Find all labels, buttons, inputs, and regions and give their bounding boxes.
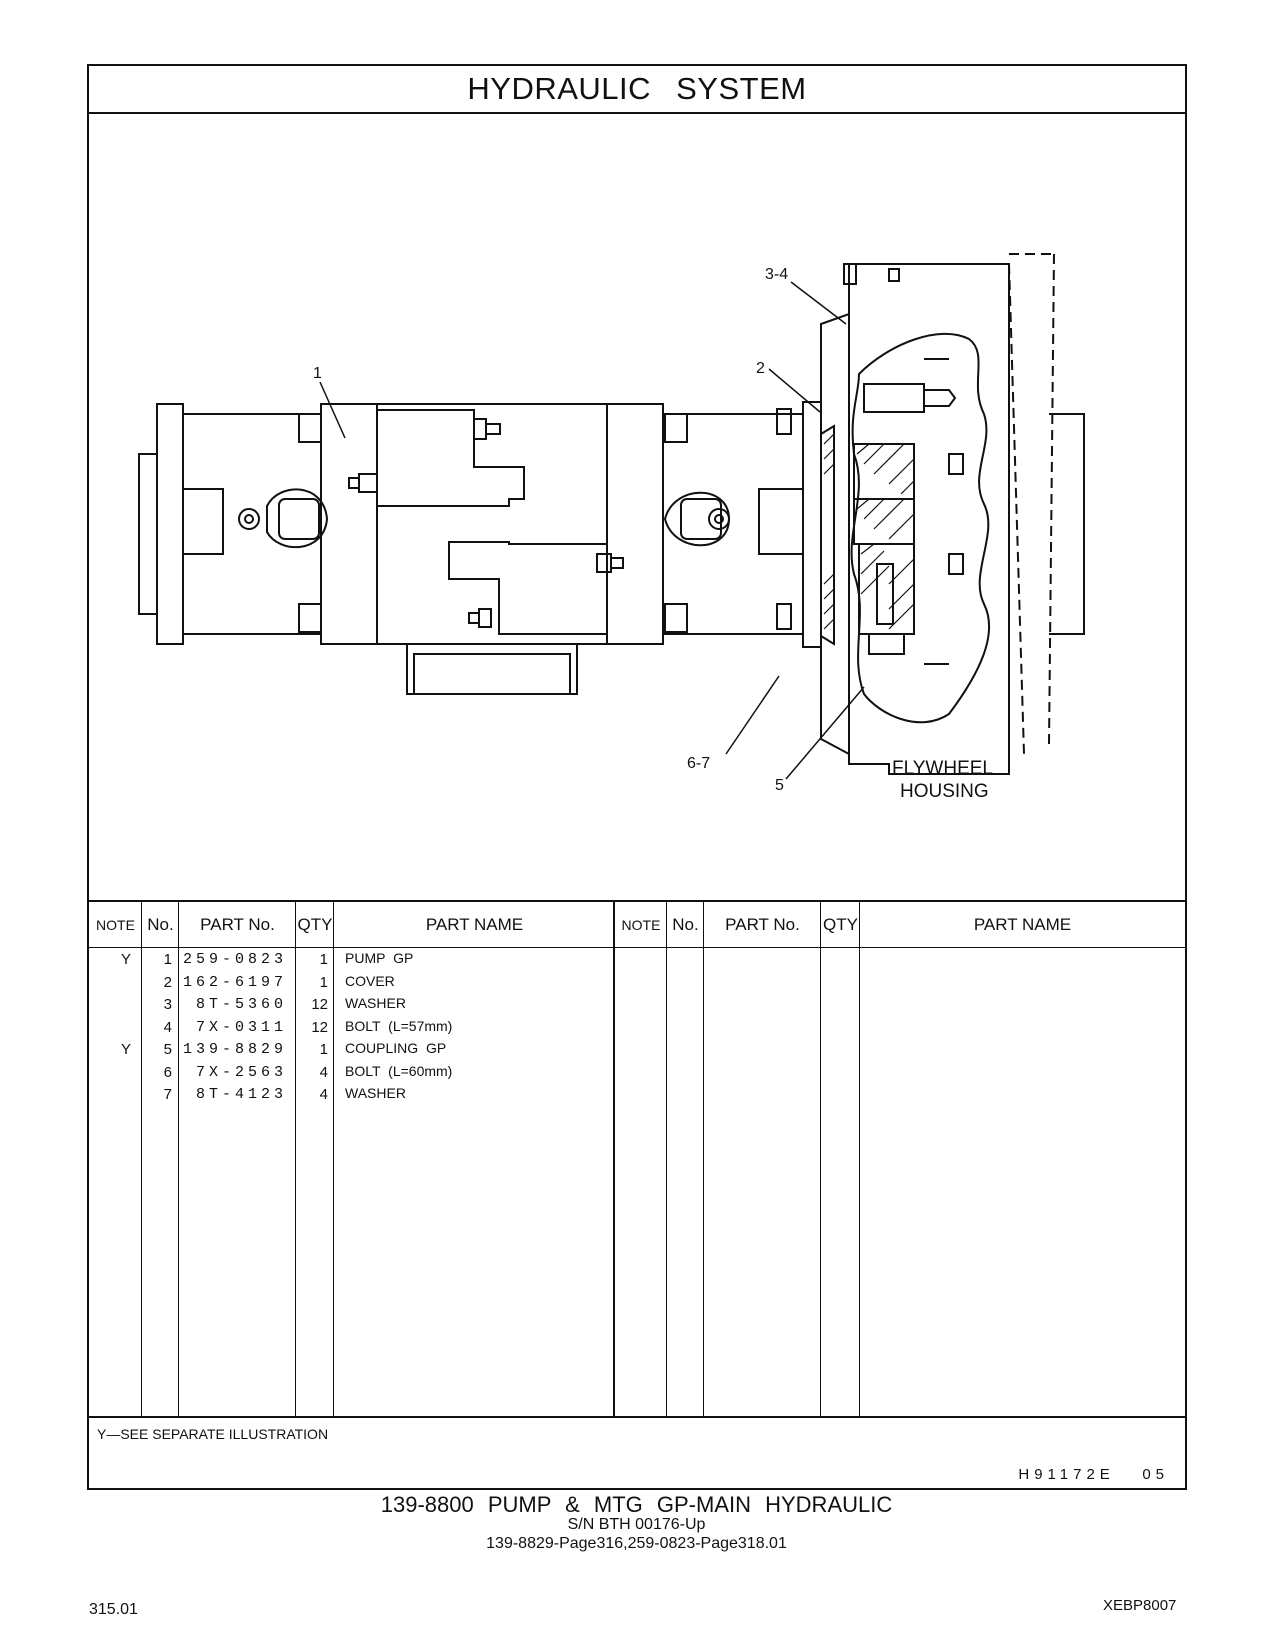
col-qty-left	[296, 902, 334, 1416]
col-note-right	[615, 902, 667, 1416]
table-row-no: 3	[163, 996, 172, 1013]
left-pump-body	[182, 413, 322, 635]
exploded-view-illustration: 1 2 3-4 6-7 5 FLYWHEEL HOUSING	[89, 114, 1185, 900]
table-row-note	[89, 994, 131, 1017]
col-partno-right	[704, 902, 821, 1416]
table-row-part-name: BOLT (L=57mm)	[345, 1017, 453, 1034]
flywheel-housing	[848, 263, 1010, 775]
table-row-part-no: 139-8829	[182, 1041, 287, 1058]
flywheel-label-line1: FLYWHEEL	[892, 758, 993, 779]
callout-2: 2	[756, 360, 765, 377]
table-row-qty: 1	[319, 973, 328, 991]
table-row-qty: 12	[311, 1018, 328, 1036]
rows-no: 1 2 3 4 5 6 7	[142, 949, 172, 1107]
mounting-flange	[802, 401, 822, 648]
table-row-part-no: 7X-0311	[195, 1018, 287, 1036]
header-row-rule	[89, 902, 1185, 948]
page-references: 139-8829-Page316,259-0823-Page318.01	[486, 1535, 787, 1552]
pump-drawing: 1 2 3-4 6-7 5 FLYWHEEL HOUSING	[138, 253, 1085, 802]
col-partname-left	[334, 902, 615, 1416]
table-row-part-name: COUPLING GP	[345, 1040, 447, 1056]
table-row-part-name: COVER	[345, 972, 395, 989]
table-row-note: Y	[120, 951, 131, 968]
center-left-section	[320, 403, 378, 645]
table-footer: Y—SEE SEPARATE ILLUSTRATION H91172E 05	[89, 1416, 1185, 1490]
callout-5: 5	[775, 777, 784, 794]
callout-1: 1	[313, 365, 322, 382]
document-id: XEBP8007	[1103, 1597, 1177, 1614]
table-row-part-no: 259-0823	[182, 951, 287, 968]
bottom-port	[406, 643, 578, 695]
table-row-no: 4	[163, 1018, 172, 1036]
table-row-note	[89, 1084, 131, 1107]
table-row-part-name: BOLT (L=60mm)	[345, 1062, 453, 1079]
table-row-no: 7	[163, 1086, 172, 1103]
table-row-part-no: 162-6197	[182, 973, 287, 991]
col-no-left	[142, 902, 179, 1416]
rows-part-no: 259-0823 162-6197 8T-5360 7X-0311 139-88…	[179, 949, 287, 1107]
table-row-no: 5	[163, 1041, 172, 1058]
coupling-bolt-upper	[863, 383, 925, 413]
table-row-part-name: WASHER	[345, 1085, 406, 1101]
table-row-no: 6	[163, 1063, 172, 1081]
table-row-part-no: 8T-4123	[195, 1086, 287, 1103]
center-right-section	[606, 403, 664, 645]
group-caption: 139-8800 PUMP & MTG GP-MAIN HYDRAULIC	[380, 1492, 893, 1517]
page-number: 315.01	[89, 1601, 138, 1618]
leader-line-2	[768, 368, 821, 413]
parts-table: NOTE No. PART No. QTY PART NAME NOTE No.…	[89, 900, 1185, 1416]
col-no-right	[667, 902, 704, 1416]
table-row-qty: 12	[311, 996, 328, 1013]
page-title: HYDRAULIC SYSTEM	[89, 66, 1185, 114]
left-port-block	[182, 488, 224, 555]
table-row-note: Y	[120, 1041, 131, 1058]
rows-qty: 1 1 12 12 1 4 4	[296, 949, 328, 1107]
lower-valve	[448, 541, 607, 635]
leader-line-1	[319, 381, 346, 439]
page-frame: HYDRAULIC SYSTEM	[87, 64, 1187, 1490]
table-row-no: 1	[163, 951, 172, 968]
table-row-note	[89, 1062, 131, 1085]
coupling-bolt-lower	[858, 543, 915, 635]
col-note-left	[89, 902, 142, 1416]
illustration-code: H91172E 05	[1018, 1466, 1169, 1483]
rows-part-name: PUMP GP COVER WASHER BOLT (L=57mm) COUPL…	[345, 947, 605, 1105]
table-row-qty: 1	[319, 1041, 328, 1058]
col-qty-right	[821, 902, 860, 1416]
table-row-no: 2	[163, 973, 172, 991]
footnote: Y—SEE SEPARATE ILLUSTRATION	[97, 1426, 329, 1442]
table-row-qty: 4	[319, 1063, 328, 1081]
table-row-note	[89, 1017, 131, 1040]
upper-valve	[377, 409, 525, 507]
callout-6-7: 6-7	[687, 755, 710, 772]
table-row-part-no: 7X-2563	[195, 1063, 287, 1081]
rows-note: Y Y	[89, 949, 131, 1107]
table-row-part-no: 8T-5360	[195, 996, 287, 1013]
left-end-plate	[138, 453, 158, 615]
table-row-note	[89, 972, 131, 995]
leader-line-6-7	[725, 675, 780, 755]
leader-line-3-4	[790, 281, 847, 325]
coupling-cutaway	[850, 332, 991, 724]
col-partno-left	[179, 902, 296, 1416]
table-row-qty: 4	[319, 1086, 328, 1103]
left-end-cap	[156, 403, 184, 645]
flywheel-label-line2: HOUSING	[900, 781, 989, 802]
leader-line-5	[785, 686, 865, 780]
table-row-qty: 1	[319, 951, 328, 968]
serial-range: S/N BTH 00176-Up	[567, 1516, 706, 1533]
callout-3-4: 3-4	[765, 266, 788, 283]
table-row-part-name: WASHER	[345, 995, 406, 1011]
table-row-part-name: PUMP GP	[345, 950, 414, 966]
right-pump-body	[662, 413, 804, 635]
